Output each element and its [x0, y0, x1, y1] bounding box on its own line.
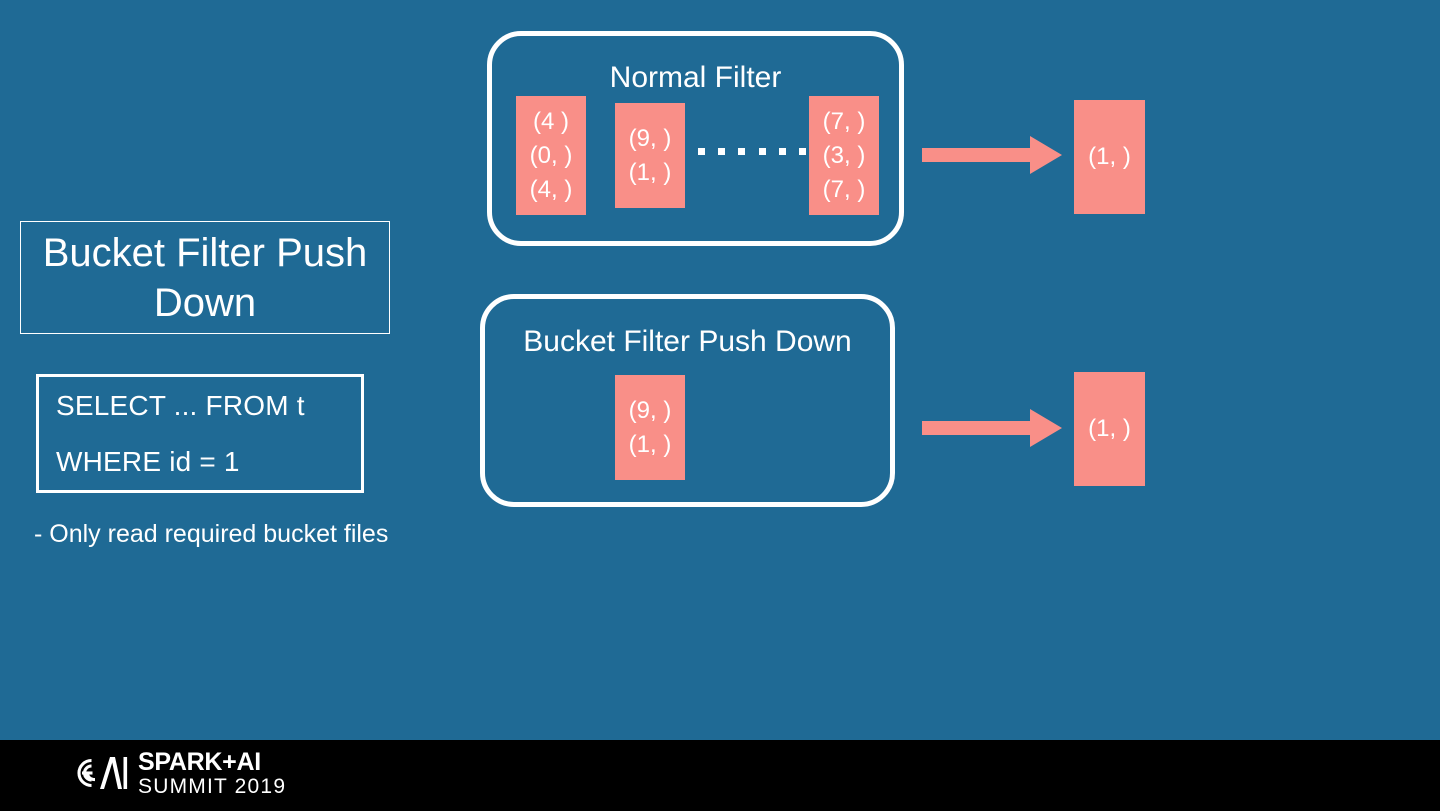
output-row: (1, ): [1088, 415, 1131, 442]
note-text: - Only read required bucket files: [34, 520, 389, 548]
bucket-row: (7, ): [822, 175, 866, 203]
flow-arrow-icon: [922, 132, 1062, 178]
flow-arrow-icon: [922, 405, 1062, 451]
brand-logo-text: SPARK+AI SUMMIT 2019: [138, 748, 287, 799]
brand-logo: SPARK+AI SUMMIT 2019: [70, 750, 286, 798]
slide-title-box: Bucket Filter Push Down: [20, 221, 390, 334]
bucket-row: (7, ): [822, 107, 866, 135]
filter-output-box: (1, ): [1074, 100, 1145, 214]
bucket-row: (4, ): [529, 175, 573, 203]
bucket-file-box: (9, ) (1, ): [615, 103, 685, 208]
brand-logo-line-2: SUMMIT 2019: [138, 775, 287, 798]
spark-summit-logo-icon: [77, 757, 128, 789]
footer-bar: SPARK+AI SUMMIT 2019: [0, 740, 1440, 811]
panel-normal-filter: Normal Filter: [487, 31, 904, 246]
bucket-row: (0, ): [529, 141, 573, 169]
bucket-file-box: (9, ) (1, ): [615, 375, 685, 480]
panel-bucket-filter-push-down: Bucket Filter Push Down: [480, 294, 895, 507]
sql-snippet-box: SELECT ... FROM t WHERE id = 1: [36, 374, 364, 493]
panel-normal-filter-title: Normal Filter: [609, 61, 782, 94]
brand-logo-line-1: SPARK+AI: [138, 748, 261, 776]
bucket-row: (3, ): [822, 141, 866, 169]
bucket-row: (9, ): [628, 124, 672, 152]
bucket-file-box: (7, ) (3, ) (7, ): [809, 96, 879, 215]
output-row: (1, ): [1088, 143, 1131, 170]
sql-line-2: WHERE id = 1: [56, 445, 240, 477]
ellipsis-dots-icon: [698, 144, 806, 158]
bucket-row: (1, ): [628, 430, 672, 458]
bucket-row: (1, ): [628, 158, 672, 186]
bucket-row: (4 ): [533, 107, 569, 135]
filter-output-box: (1, ): [1074, 372, 1145, 486]
bucket-row: (9, ): [628, 396, 672, 424]
panel-bucket-filter-push-down-title: Bucket Filter Push Down: [523, 325, 852, 358]
sql-line-1: SELECT ... FROM t: [56, 389, 305, 421]
page-title: Bucket Filter Push Down: [42, 230, 368, 325]
bucket-file-box: (4 ) (0, ) (4, ): [516, 96, 586, 215]
